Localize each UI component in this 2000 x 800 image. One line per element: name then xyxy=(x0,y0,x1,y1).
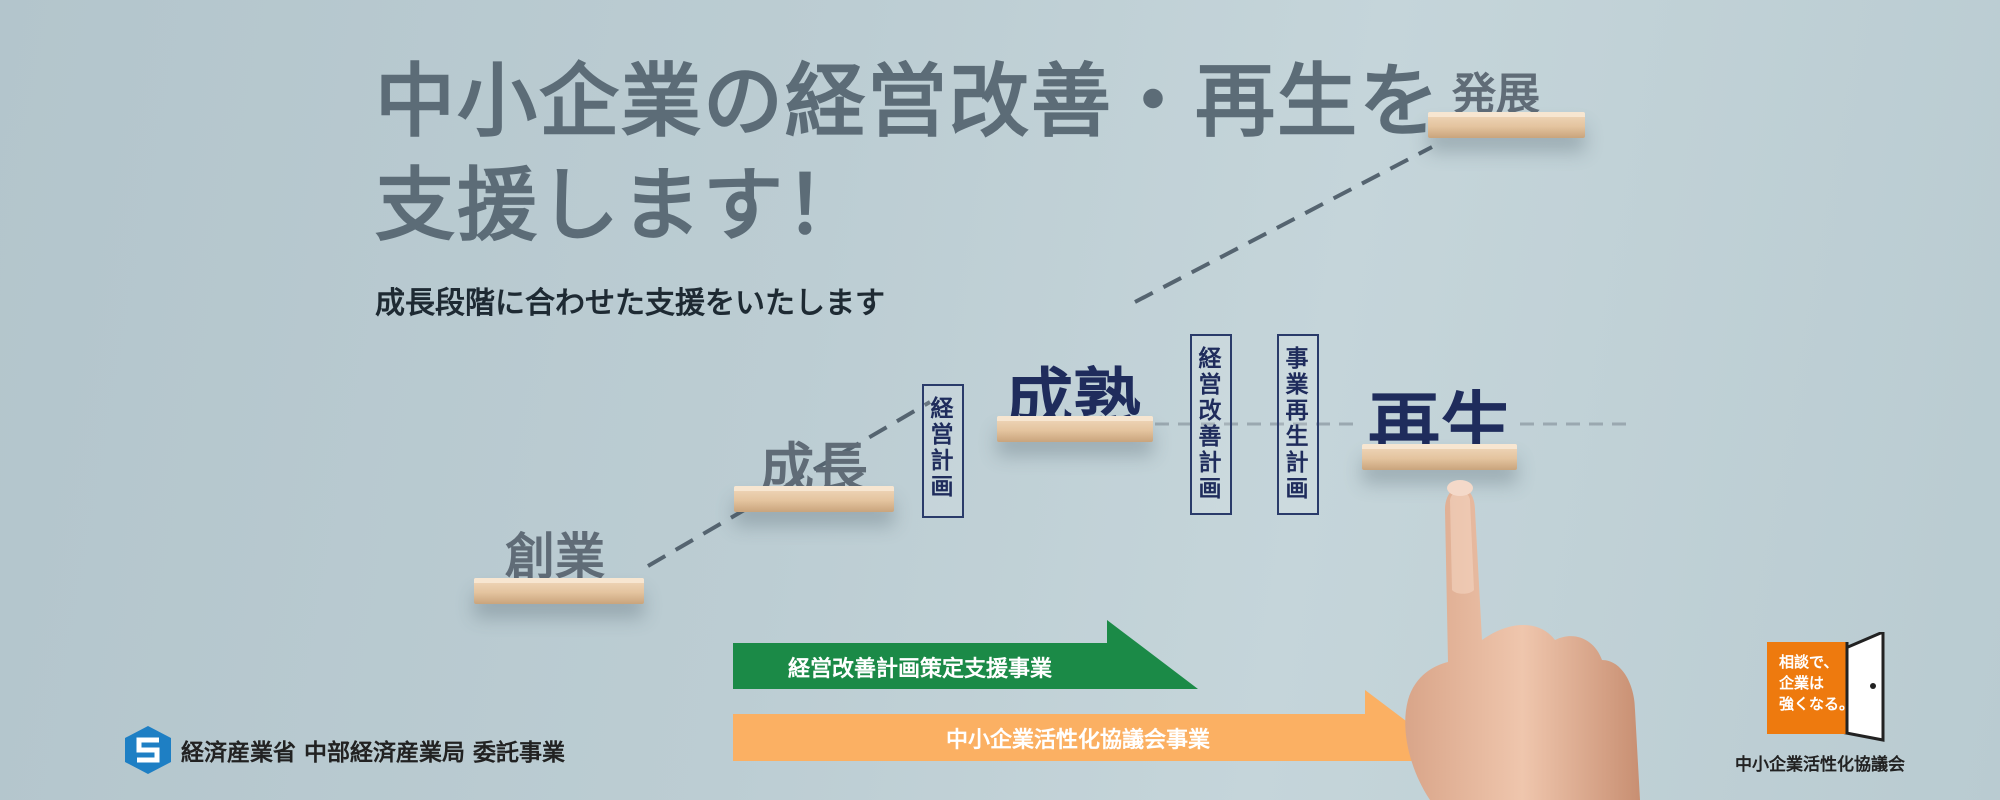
pointing-hand-illustration xyxy=(1405,480,1640,800)
headline-line2: 支援します！ xyxy=(375,159,867,252)
council-name: 中小企業活性化協議会 xyxy=(1735,755,1905,775)
logo-slogan-line3: 強くなる。 xyxy=(1779,695,1855,713)
plan-box-keiei-keikaku: 経営計画 xyxy=(922,384,964,518)
plan-box-jigyo-saisei-keikaku: 事業再生計画 xyxy=(1277,334,1319,515)
headline-line1: 中小企業の経営改善・再生を xyxy=(375,55,1441,148)
dashed-line-lower xyxy=(646,400,932,568)
wooden-step-sogyo xyxy=(474,578,644,604)
door-icon xyxy=(1767,629,1885,742)
wooden-step-seicho xyxy=(734,486,894,512)
green-arrow-label: 経営改善計画策定支援事業 xyxy=(788,657,1053,682)
plan-box-keiei-kaizen-keikaku: 経営改善計画 xyxy=(1190,334,1232,515)
logo-slogan-line1: 相談で、 xyxy=(1779,653,1839,671)
headline: 中小企業の経営改善・再生を 支援します！ xyxy=(375,50,1441,258)
council-logo: 相談で、 企業は 強くなる。 xyxy=(1765,629,1885,746)
logo-slogan-line2: 企業は xyxy=(1779,674,1825,692)
orange-arrow-shape xyxy=(733,690,1459,761)
wooden-step-saisei xyxy=(1362,444,1517,470)
ministry-logo-icon xyxy=(125,726,171,774)
wooden-step-seijuku xyxy=(997,416,1153,442)
stage-label-hatten: 発展 xyxy=(1452,69,1540,120)
ministry-credit: 経済産業省 中部経済産業局 委託事業 xyxy=(125,726,565,774)
subheadline: 成長段階に合わせた支援をいたします xyxy=(375,286,885,321)
green-arrow-shape xyxy=(733,620,1198,689)
orange-arrow-label: 中小企業活性化協議会事業 xyxy=(945,728,1210,753)
dashed-line-upper xyxy=(1134,145,1433,304)
stage-label-sogyo: 創業 xyxy=(505,528,605,586)
wooden-step-hatten xyxy=(1428,112,1585,138)
logo-slogan: 相談で、 企業は 強くなる。 xyxy=(1779,652,1854,715)
ministry-credit-text: 経済産業省 中部経済産業局 委託事業 xyxy=(181,740,566,766)
